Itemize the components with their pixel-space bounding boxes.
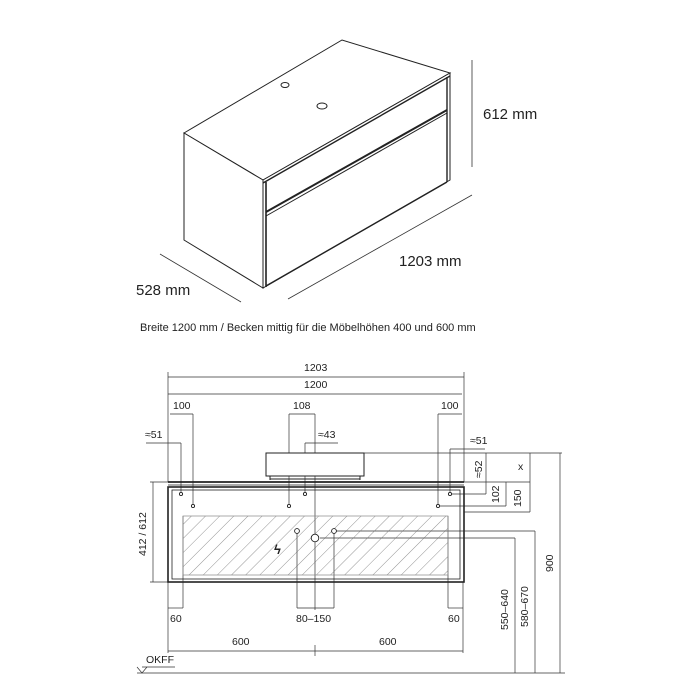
dim-overall-width: 1203 <box>304 362 328 374</box>
dim-150: 150 <box>512 489 524 507</box>
dim-height-550-640: 550–640 <box>499 589 511 630</box>
dim-left-60: 60 <box>170 613 182 625</box>
dim-height-580-670: 580–670 <box>519 586 531 627</box>
hatched-zone <box>182 515 449 576</box>
dim-bottom-left-600: 600 <box>232 636 250 648</box>
cabinet-body <box>167 481 465 583</box>
dim-basin-offset: 108 <box>293 400 311 412</box>
isometric-dimension-lines <box>159 60 473 303</box>
dim-left-approx: ≈51 <box>145 429 163 441</box>
width-label: 1203 mm <box>399 253 462 270</box>
dim-drain-range: 80–150 <box>296 613 332 625</box>
basin <box>265 452 365 480</box>
electrical-outlet-icon: ϟ <box>274 542 281 557</box>
dim-height-900: 900 <box>544 554 556 572</box>
dim-right-approx: ≈51 <box>470 435 488 447</box>
isometric-cabinet <box>183 39 452 289</box>
dim-left-offset: 100 <box>173 400 191 412</box>
height-label: 612 mm <box>483 106 538 123</box>
floor-label: OKFF <box>146 654 174 666</box>
fixing-points <box>178 491 453 543</box>
dim-right-60: 60 <box>448 613 460 625</box>
dim-inner-width: 1200 <box>304 379 328 391</box>
dim-basin-approx: ≈43 <box>318 429 336 441</box>
caption: Breite 1200 mm / Becken mittig für die M… <box>140 322 476 334</box>
dim-x: x <box>518 461 524 473</box>
dim-right-offset: 100 <box>441 400 459 412</box>
depth-label: 528 mm <box>136 282 191 299</box>
dim-body-height: 412 / 612 <box>137 512 149 556</box>
dim-bottom-right-600: 600 <box>379 636 397 648</box>
dim-102: 102 <box>490 485 502 503</box>
dim-approx-52: ≈52 <box>473 460 485 478</box>
